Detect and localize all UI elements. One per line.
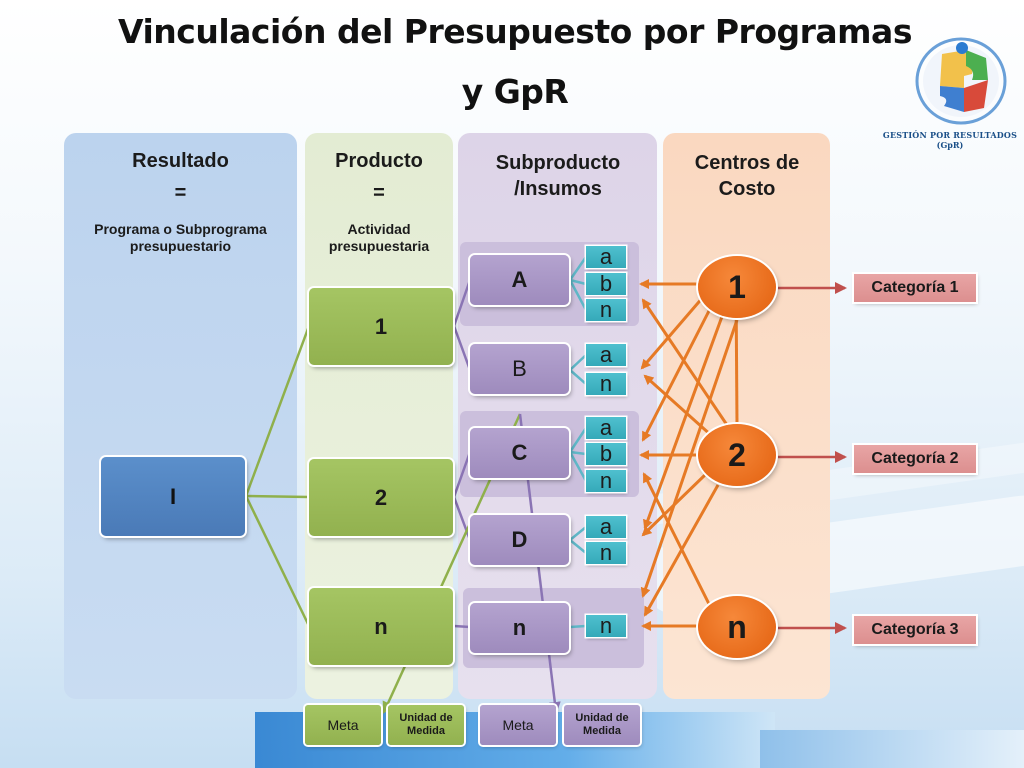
slide-title-line2: y GpR <box>461 72 569 111</box>
insumo-c-n: n <box>586 468 626 493</box>
legend-unidad-green: Unidad de Medida <box>388 705 464 745</box>
centro-costo-1: 1 <box>698 256 776 318</box>
subproducto-box-n: n <box>470 603 569 653</box>
insumo-b-a: a <box>586 342 626 367</box>
insumo-n-n: n <box>586 613 626 638</box>
logo-subtext: (GpR) <box>936 140 964 150</box>
header-resultado-equals: = <box>174 182 187 204</box>
header-resultado-subtitle: Programa o Subprograma presupuestario <box>94 221 267 254</box>
insumo-a-n: n <box>586 297 626 322</box>
subproducto-box-b: B <box>470 344 569 394</box>
header-producto-equals: = <box>373 182 385 204</box>
column-resultado <box>64 133 297 699</box>
header-subproducto: Subproducto /Insumos <box>495 152 621 200</box>
insumo-d-a: a <box>586 514 626 539</box>
producto-box-2: 2 <box>309 459 453 536</box>
insumo-c-a: a <box>586 415 626 440</box>
legend-meta-green: Meta <box>305 705 381 745</box>
producto-box-n: n <box>309 588 453 665</box>
header-producto-subtitle: Actividad presupuestaria <box>328 221 430 254</box>
resultado-box: I <box>101 457 245 536</box>
link-centros-categorias <box>778 282 847 634</box>
categoria-1: Categoría 1 <box>854 274 976 302</box>
subproducto-box-a: A <box>470 255 569 305</box>
link-subproductos-insumos <box>568 256 588 629</box>
header-producto: Producto <box>335 150 423 172</box>
header-centros-costo: Centros de Costo <box>694 152 800 200</box>
centro-costo-n: n <box>698 596 776 658</box>
header-resultado: Resultado <box>132 150 229 172</box>
legend-unidad-purple: Unidad de Medida <box>564 705 640 745</box>
gpr-puzzle-logo-icon <box>915 37 1007 125</box>
insumo-a-a: a <box>586 244 626 269</box>
logo-text: GESTIÓN POR RESULTADOS <box>882 130 1018 140</box>
centro-costo-2: 2 <box>698 424 776 486</box>
legend-meta-purple: Meta <box>480 705 556 745</box>
insumo-d-n: n <box>586 540 626 565</box>
subproducto-box-c: C <box>470 428 569 478</box>
subproducto-box-d: D <box>470 515 569 565</box>
slide-title-line1: Vinculación del Presupuesto por Programa… <box>118 12 912 51</box>
insumo-b-n: n <box>586 371 626 396</box>
insumo-c-b: b <box>586 441 626 466</box>
producto-box-1: 1 <box>309 288 453 365</box>
insumo-a-b: b <box>586 271 626 296</box>
link-centros-insumos <box>639 279 739 631</box>
bottom-decor-band <box>760 730 1024 768</box>
link-productos-subproductos <box>452 279 472 629</box>
link-resultado-productos <box>244 325 311 627</box>
categoria-3: Categoría 3 <box>854 616 976 644</box>
categoria-2: Categoría 2 <box>854 445 976 473</box>
